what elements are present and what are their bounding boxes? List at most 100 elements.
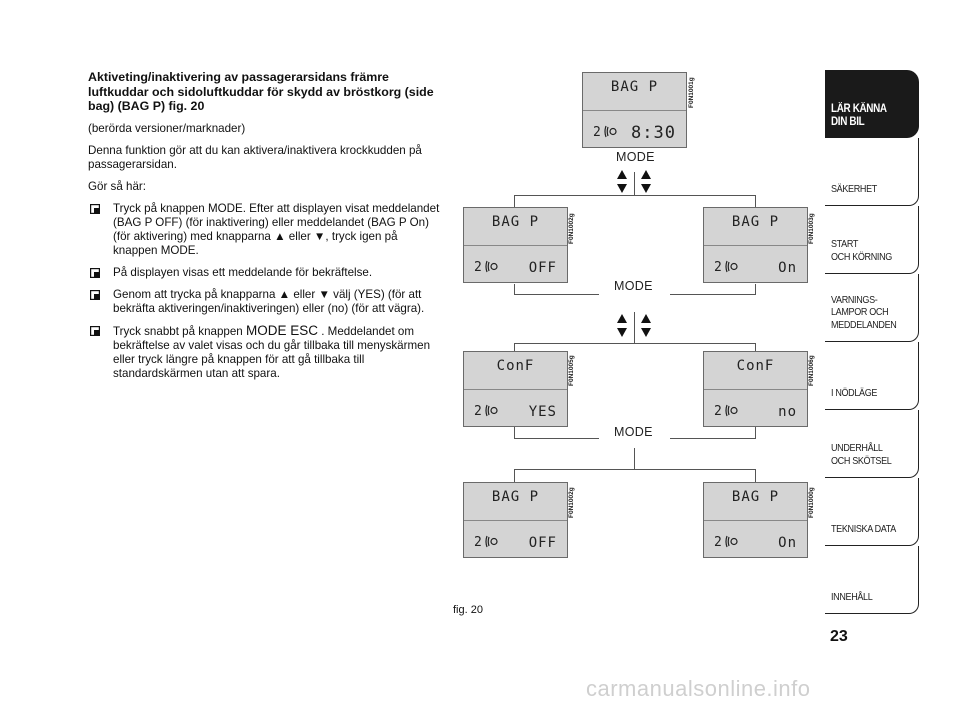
display-top-text: BAG P xyxy=(491,214,540,230)
tab-label: UNDERHÅLL OCH SKÖTSEL xyxy=(831,442,892,467)
display-value: YES xyxy=(528,404,557,420)
mode-label: MODE xyxy=(614,279,653,293)
step-2: På displayen visas ett meddelande för be… xyxy=(88,266,440,280)
tab-innehall[interactable]: INNEHÅLL xyxy=(825,546,919,614)
passenger-airbag-icon xyxy=(725,535,738,548)
connector xyxy=(755,469,756,482)
step-4-text: Tryck snabbt på knappen MODE ESC . Medde… xyxy=(113,322,431,380)
passenger-airbag-indicator: 2 xyxy=(474,535,498,550)
passenger-airbag-icon xyxy=(725,404,738,417)
passenger-airbag-indicator: 2 xyxy=(474,404,498,419)
up-down-arrows-icon xyxy=(617,170,651,193)
page-number: 23 xyxy=(830,628,848,645)
tab-underhall[interactable]: UNDERHÅLL OCH SKÖTSEL xyxy=(825,410,919,478)
connector xyxy=(514,294,599,295)
chapter-tabs: LÄR KÄNNA DIN BIL SÄKERHET START OCH KÖR… xyxy=(825,70,919,614)
step-4-text-post: . Meddelandet om bekräftelse av valet vi… xyxy=(113,324,431,380)
tab-lar-kanna-din-bil[interactable]: LÄR KÄNNA DIN BIL xyxy=(825,70,919,138)
figure-code: F0N1000g xyxy=(808,487,815,518)
passenger-airbag-icon xyxy=(725,260,738,273)
connector xyxy=(634,448,635,470)
mode-label: MODE xyxy=(614,425,653,439)
step-3-text: Genom att trycka på knapparna ▲ eller ▼ … xyxy=(113,287,425,315)
step-4: Tryck snabbt på knappen MODE ESC . Medde… xyxy=(88,322,440,381)
step-2-text: På displayen visas ett meddelande för be… xyxy=(113,265,373,279)
display-bag-p-off: BAG P 2 OFF xyxy=(463,207,568,283)
connector xyxy=(670,294,756,295)
connector xyxy=(755,195,756,207)
display-top-text: BAG P xyxy=(610,79,659,95)
figure-code: F0N1003g xyxy=(808,213,815,244)
section-subheading: (berörda versioner/marknader) xyxy=(88,121,246,135)
display-value: On xyxy=(778,260,797,276)
passenger-airbag-icon xyxy=(485,260,498,273)
connector xyxy=(670,438,756,439)
passenger-airbag-indicator: 2 xyxy=(593,125,617,140)
passenger-airbag-icon xyxy=(485,404,498,417)
connector xyxy=(514,284,515,294)
passenger-airbag-icon xyxy=(604,125,617,138)
connector xyxy=(755,284,756,294)
display-top-text: BAG P xyxy=(731,214,780,230)
tab-label: TEKNISKA DATA xyxy=(831,522,896,535)
checkbox-bullet-icon xyxy=(90,203,100,214)
display-value: 8:30 xyxy=(631,123,676,143)
mode-label: MODE xyxy=(616,150,655,164)
connector xyxy=(514,426,515,438)
display-value: OFF xyxy=(528,260,557,276)
how-to-label: Gör så här: xyxy=(88,179,146,193)
connector xyxy=(514,195,756,196)
display-bag-p-off-result: BAG P 2 OFF xyxy=(463,482,568,558)
connector xyxy=(514,469,515,482)
connector xyxy=(755,343,756,354)
passenger-airbag-icon xyxy=(485,535,498,548)
connector xyxy=(514,343,756,344)
display-top-text: BAG P xyxy=(491,489,540,505)
tab-label: LÄR KÄNNA DIN BIL xyxy=(831,103,887,128)
passenger-airbag-indicator: 2 xyxy=(714,260,738,275)
tab-label: SÄKERHET xyxy=(831,182,877,195)
connector xyxy=(755,426,756,438)
figure-caption: fig. 20 xyxy=(453,604,483,616)
step-3: Genom att trycka på knapparna ▲ eller ▼ … xyxy=(88,288,440,316)
display-conf-yes: ConF 2 YES xyxy=(463,351,568,427)
watermark: carmanualsonline.info xyxy=(586,676,811,701)
passenger-airbag-indicator: 2 xyxy=(714,404,738,419)
figure-code: F0N1002g xyxy=(568,213,575,244)
checkbox-bullet-icon xyxy=(90,267,100,278)
connector xyxy=(514,195,515,207)
passenger-airbag-indicator: 2 xyxy=(714,535,738,550)
tab-i-nodlage[interactable]: I NÖDLÄGE xyxy=(825,342,919,410)
tab-label: I NÖDLÄGE xyxy=(831,386,878,399)
tab-label: INNEHÅLL xyxy=(831,590,873,603)
checkbox-bullet-icon xyxy=(90,289,100,300)
display-value: no xyxy=(778,404,797,420)
display-value: On xyxy=(778,535,797,551)
figure-code: F0N1001g xyxy=(688,77,695,108)
connector xyxy=(514,469,756,470)
up-down-arrows-icon xyxy=(617,314,651,337)
step-1-text: Tryck på knappen MODE. Efter att display… xyxy=(113,201,440,257)
instructions-column: Aktiveting/inaktivering av passagerarsid… xyxy=(88,70,440,389)
mode-esc-key: MODE ESC xyxy=(245,322,318,338)
passenger-airbag-indicator: 2 xyxy=(474,260,498,275)
tab-varningslampor[interactable]: VARNINGS- LAMPOR OCH MEDDELANDEN xyxy=(825,274,919,342)
connector xyxy=(514,438,599,439)
display-value: OFF xyxy=(528,535,557,551)
tab-tekniska-data[interactable]: TEKNISKA DATA xyxy=(825,478,919,546)
display-bag-p-on: BAG P 2 On xyxy=(703,207,808,283)
tab-label: START OCH KÖRNING xyxy=(831,238,892,263)
section-heading: Aktiveting/inaktivering av passagerarsid… xyxy=(88,70,434,113)
figure-code: F0N1002g xyxy=(568,487,575,518)
connector xyxy=(514,343,515,354)
tab-sakerhet[interactable]: SÄKERHET xyxy=(825,138,919,206)
display-top-text: BAG P xyxy=(731,489,780,505)
tab-start-och-korning[interactable]: START OCH KÖRNING xyxy=(825,206,919,274)
step-4-text-pre: Tryck snabbt på knappen xyxy=(113,324,246,338)
connector xyxy=(634,172,635,196)
connector xyxy=(634,312,635,344)
figure-code: F0N1005g xyxy=(568,355,575,386)
checkbox-bullet-icon xyxy=(90,325,100,336)
display-top-text: ConF xyxy=(736,358,775,374)
step-1: Tryck på knappen MODE. Efter att display… xyxy=(88,202,440,258)
